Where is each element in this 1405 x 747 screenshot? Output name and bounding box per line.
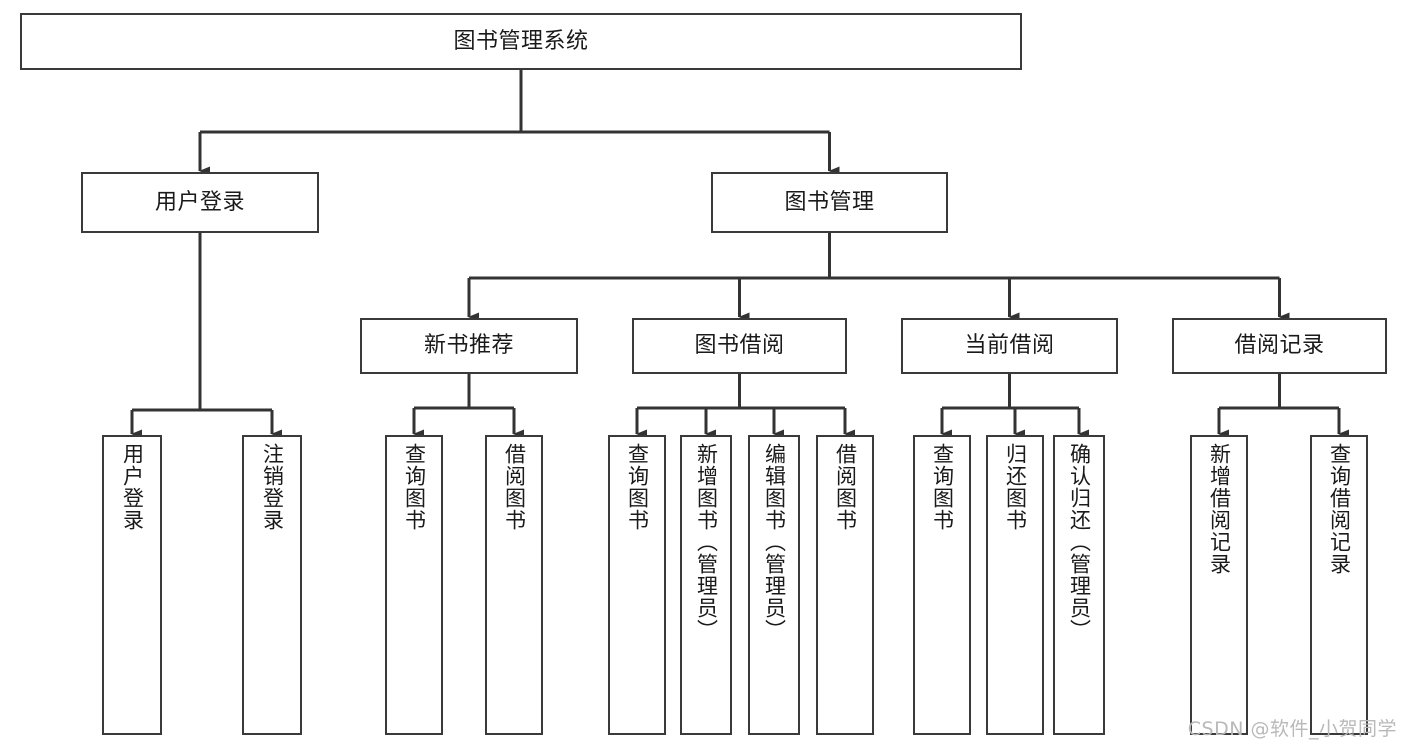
node-leaf-add-book[interactable]: 新增图书（管理员） — [680, 435, 732, 735]
node-root[interactable]: 图书管理系统 — [20, 13, 1022, 70]
node-leaf-return-book[interactable]: 归还图书 — [986, 435, 1044, 735]
node-leaf-borrow-book-2-label: 借阅图书 — [833, 443, 858, 531]
node-borrow-record-label: 借阅记录 — [1234, 333, 1325, 359]
node-leaf-borrow-book-2[interactable]: 借阅图书 — [816, 435, 874, 735]
node-leaf-query-borrow-record-label: 查询借阅记录 — [1327, 443, 1352, 575]
node-user-login-label: 用户登录 — [154, 189, 245, 215]
node-leaf-add-book-label: 新增图书（管理员） — [694, 443, 719, 641]
node-current-borrow[interactable]: 当前借阅 — [901, 318, 1118, 374]
node-leaf-user-login[interactable]: 用户登录 — [102, 435, 162, 735]
node-book-manage[interactable]: 图书管理 — [711, 172, 948, 233]
node-root-label: 图书管理系统 — [453, 28, 589, 54]
node-book-borrow[interactable]: 图书借阅 — [632, 318, 847, 374]
node-leaf-add-borrow-record[interactable]: 新增借阅记录 — [1190, 435, 1248, 735]
node-leaf-query-book-1-label: 查询图书 — [402, 443, 427, 531]
node-leaf-logout-label: 注销登录 — [260, 443, 285, 531]
node-leaf-return-book-label: 归还图书 — [1003, 443, 1028, 531]
node-borrow-record[interactable]: 借阅记录 — [1172, 318, 1387, 374]
node-leaf-edit-book-label: 编辑图书（管理员） — [762, 443, 787, 641]
node-leaf-borrow-book-1-label: 借阅图书 — [502, 443, 527, 531]
node-leaf-query-book-3[interactable]: 查询图书 — [913, 435, 971, 735]
node-leaf-query-book-2-label: 查询图书 — [625, 443, 650, 531]
node-new-book-recommendation-label: 新书推荐 — [423, 333, 514, 359]
node-new-book-recommendation[interactable]: 新书推荐 — [360, 318, 578, 374]
node-user-login[interactable]: 用户登录 — [81, 172, 319, 233]
node-leaf-confirm-return-label: 确认归还（管理员） — [1067, 443, 1092, 641]
node-leaf-add-borrow-record-label: 新增借阅记录 — [1207, 443, 1232, 575]
node-book-manage-label: 图书管理 — [784, 189, 875, 215]
node-leaf-logout[interactable]: 注销登录 — [242, 435, 302, 735]
node-leaf-user-login-label: 用户登录 — [120, 443, 145, 531]
node-leaf-confirm-return[interactable]: 确认归还（管理员） — [1053, 435, 1105, 735]
watermark: CSDN @软件_小贺同学 — [1187, 718, 1397, 740]
node-leaf-edit-book[interactable]: 编辑图书（管理员） — [748, 435, 800, 735]
node-leaf-query-book-1[interactable]: 查询图书 — [385, 435, 443, 735]
node-leaf-query-book-3-label: 查询图书 — [930, 443, 955, 531]
node-leaf-query-book-2[interactable]: 查询图书 — [608, 435, 666, 735]
node-leaf-borrow-book-1[interactable]: 借阅图书 — [485, 435, 543, 735]
node-leaf-query-borrow-record[interactable]: 查询借阅记录 — [1310, 435, 1368, 735]
node-book-borrow-label: 图书借阅 — [694, 333, 785, 359]
node-current-borrow-label: 当前借阅 — [964, 333, 1055, 359]
